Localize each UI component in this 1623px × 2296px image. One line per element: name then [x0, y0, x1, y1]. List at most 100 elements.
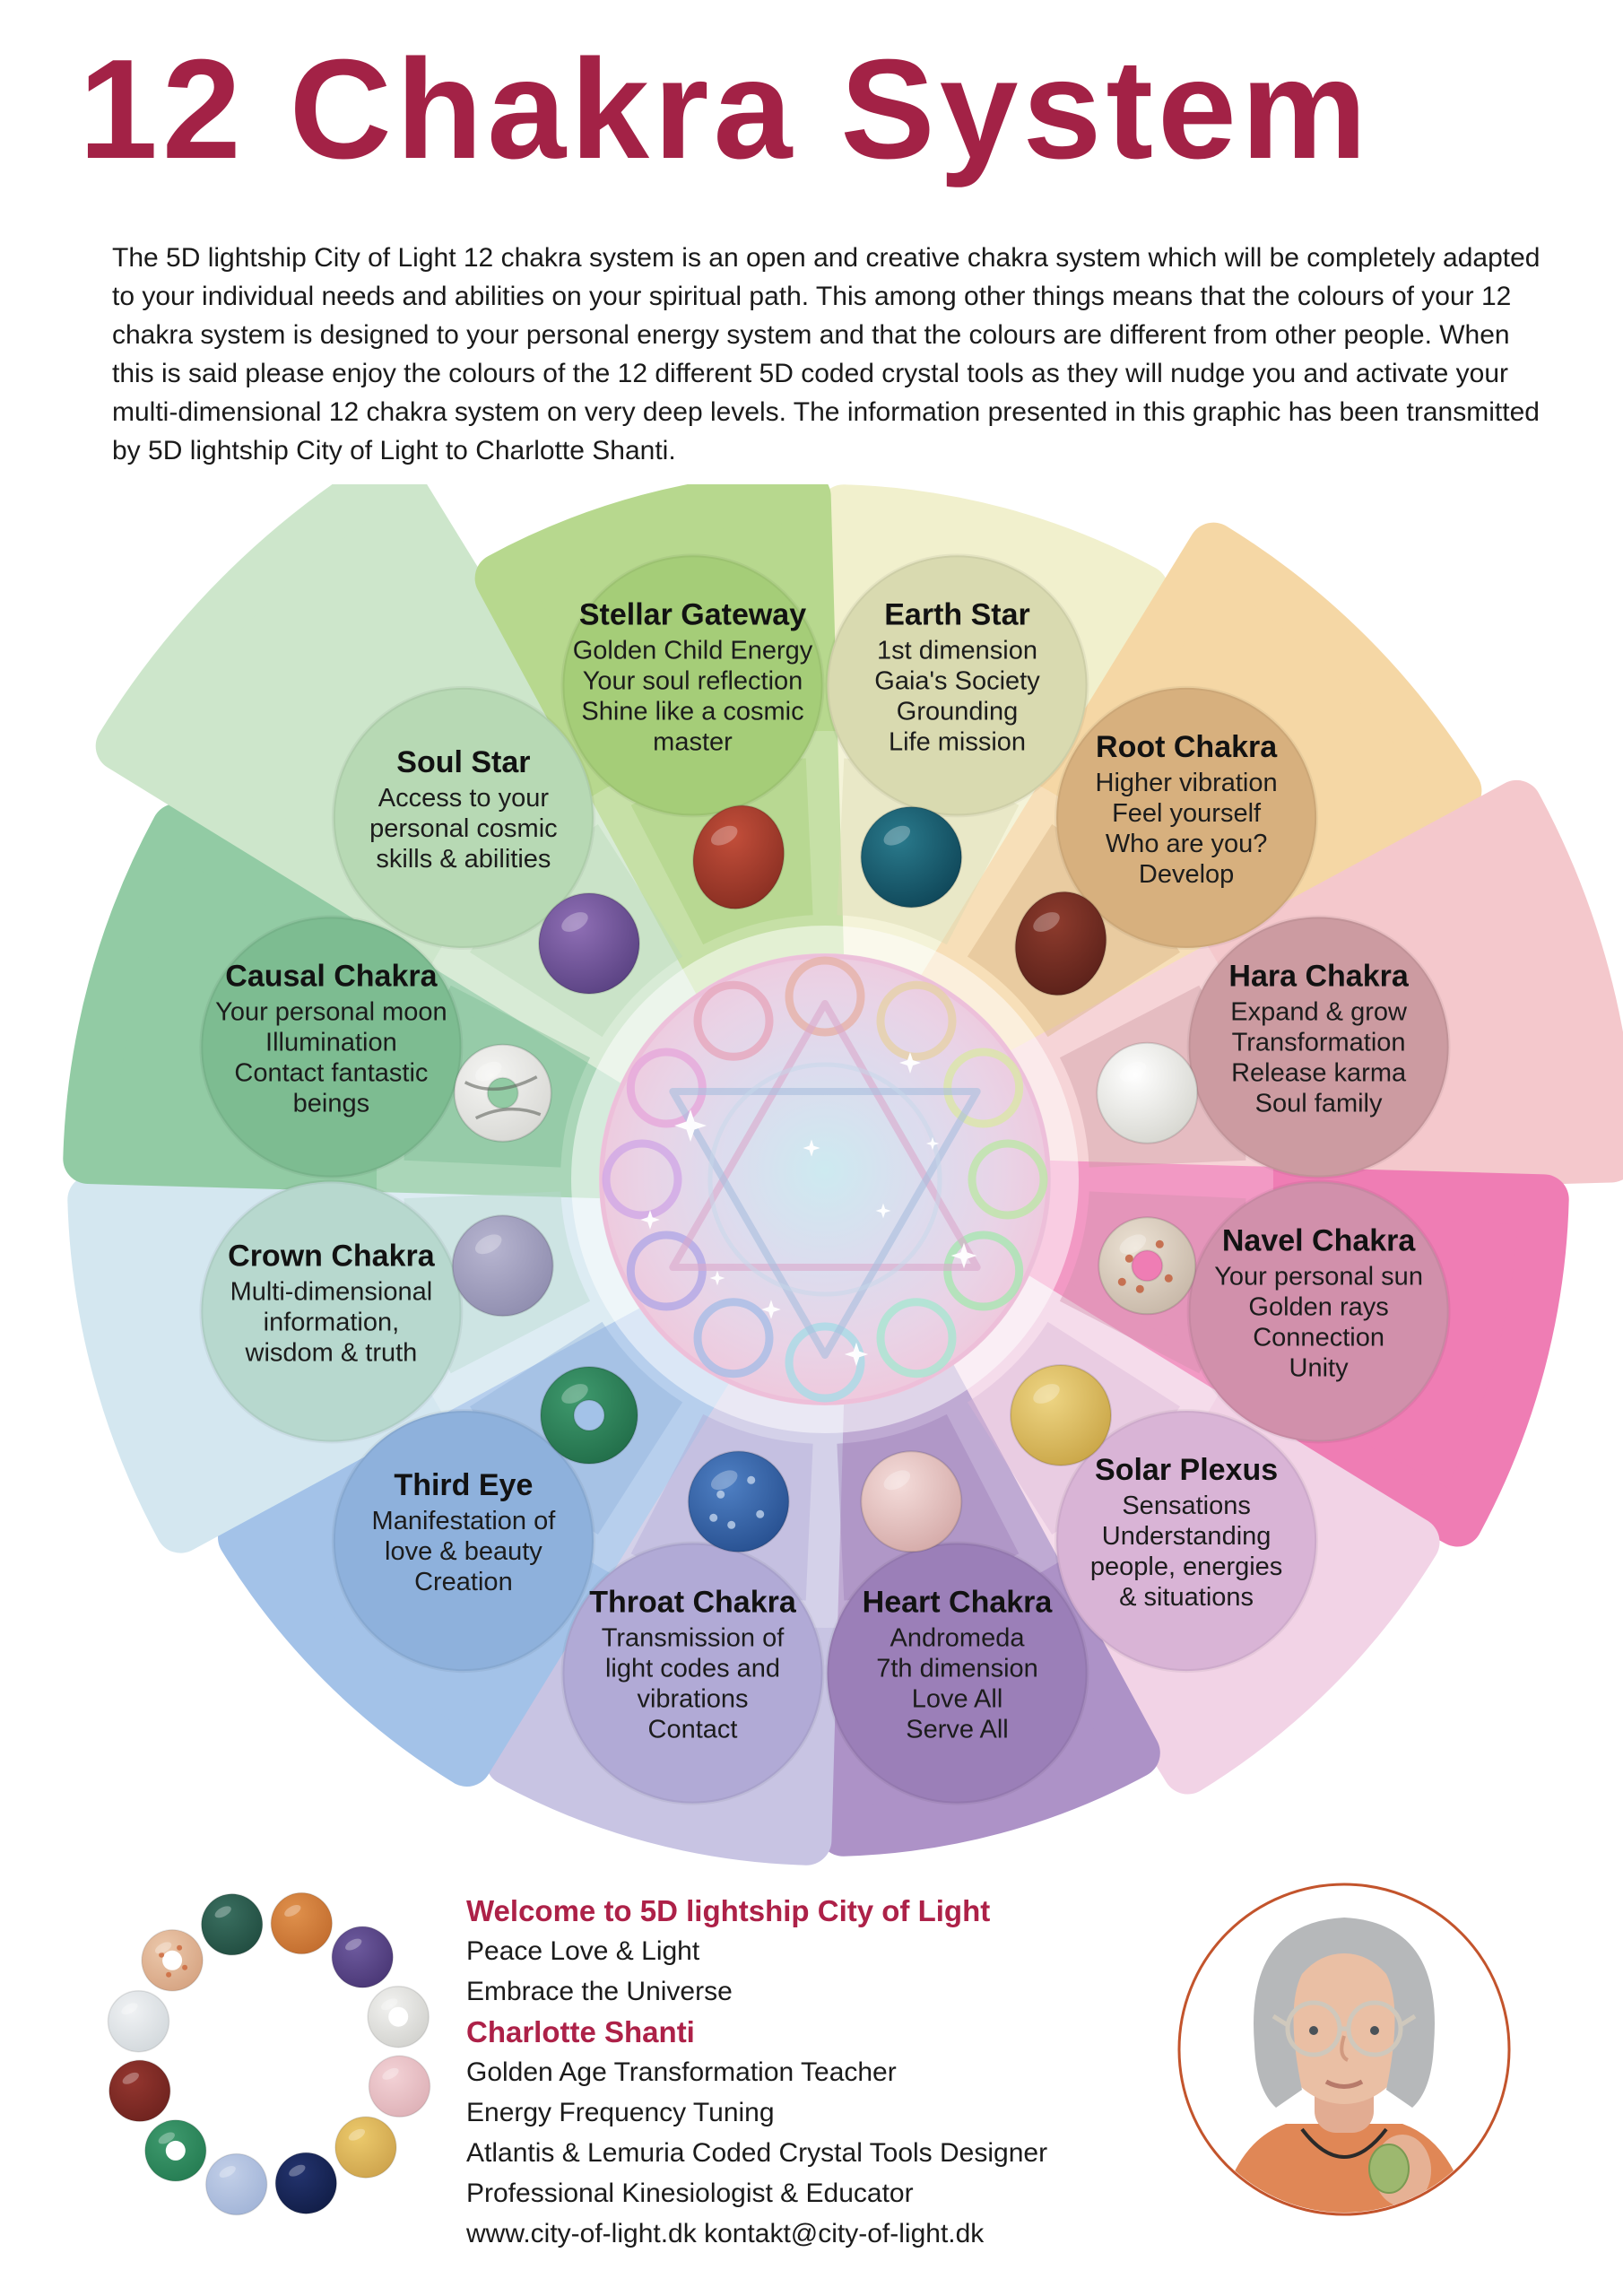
crystal-stone-ring	[107, 1892, 431, 2216]
mandala-halo	[571, 926, 1079, 1433]
heart-chakra-title: Heart Chakra	[863, 1586, 1054, 1620]
sparkle-icon	[899, 1052, 921, 1074]
sparkle-icon	[844, 1342, 869, 1367]
causal-chakra-line: Illumination	[265, 1029, 397, 1057]
hara-chakra-line: Soul family	[1255, 1090, 1383, 1118]
throat-chakra-line: light codes and	[605, 1655, 780, 1683]
sparkle-icon	[640, 1210, 660, 1230]
crown-chakra-line: information,	[264, 1309, 400, 1337]
throat-chakra-line: Contact	[648, 1716, 738, 1744]
footer-text-block: Welcome to 5D lightship City of Light Pe…	[466, 1891, 1047, 2254]
throat-chakra-line: vibrations	[637, 1685, 748, 1714]
third-eye-title: Third Eye	[394, 1468, 533, 1502]
stellar-gateway-line: master	[653, 727, 733, 756]
crown-chakra-bubble	[199, 1179, 464, 1444]
earth-star-bubble	[825, 553, 1089, 818]
heart-chakra-line: Serve All	[906, 1716, 1008, 1744]
causal-chakra-bubble	[199, 915, 464, 1179]
root-chakra-title: Root Chakra	[1096, 730, 1278, 764]
navel-chakra-line: Golden rays	[1248, 1293, 1388, 1322]
third-eye-line: Creation	[414, 1568, 513, 1596]
navel-chakra-title: Navel Chakra	[1222, 1224, 1417, 1258]
footer-role-2: Energy Frequency Tuning	[466, 2098, 775, 2127]
navel-chakra-line: Your personal sun	[1214, 1263, 1423, 1292]
causal-chakra-line: beings	[293, 1090, 369, 1118]
sparkle-icon	[950, 1242, 977, 1269]
causal-chakra-stone-icon	[453, 1043, 552, 1143]
sparkle-icon	[875, 1203, 891, 1219]
navel-chakra-bubble	[1186, 1179, 1451, 1444]
hara-chakra-line: Release karma	[1231, 1059, 1407, 1088]
footer-role-1: Golden Age Transformation Teacher	[466, 2057, 897, 2087]
ring-stone-yellow-calcite	[334, 2116, 397, 2179]
stellar-gateway-title: Stellar Gateway	[579, 597, 806, 631]
soul-star-line: personal cosmic	[369, 814, 558, 843]
third-eye-line: love & beauty	[385, 1537, 542, 1566]
hara-chakra-title: Hara Chakra	[1228, 960, 1409, 994]
portrait-face	[1272, 1934, 1416, 2104]
ring-stone-navy-sodalite	[274, 2152, 338, 2214]
navel-chakra-line: Connection	[1253, 1324, 1384, 1352]
portrait-glasses	[1271, 2000, 1417, 2057]
solar-plexus-line: people, energies	[1090, 1552, 1282, 1581]
throat-chakra-bubble	[560, 1541, 825, 1805]
footer-role-4: Professional Kinesiologist & Educator	[466, 2179, 914, 2208]
portrait-photo	[1177, 1883, 1511, 2216]
solar-plexus-title: Solar Plexus	[1095, 1453, 1278, 1487]
hara-chakra-stone-icon	[1096, 1041, 1199, 1144]
solar-plexus-bubble	[1055, 1409, 1319, 1674]
earth-star-stone-icon	[860, 805, 963, 909]
crown-chakra-line: wisdom & truth	[245, 1339, 418, 1368]
solar-plexus-line: Sensations	[1122, 1492, 1251, 1520]
ring-stone-howlite-donut	[367, 1985, 430, 2048]
portrait-hair	[1254, 1918, 1435, 2108]
center-mandala	[599, 953, 1051, 1405]
heart-chakra-line: 7th dimension	[876, 1655, 1038, 1683]
root-chakra-line: Who are you?	[1106, 830, 1268, 858]
earth-star-title: Earth Star	[884, 597, 1030, 631]
stellar-gateway-line: Shine like a cosmic	[581, 697, 803, 726]
solar-plexus-label: Solar PlexusSensationsUnderstandingpeopl…	[1090, 1453, 1282, 1612]
poster-title: 12 Chakra System	[79, 30, 1372, 188]
solar-plexus-line: Understanding	[1102, 1522, 1271, 1551]
footer-role-3: Atlantis & Lemuria Coded Crystal Tools D…	[466, 2138, 1048, 2168]
navel-chakra-line: Unity	[1289, 1354, 1350, 1383]
earth-star-line: Gaia's Society	[874, 666, 1040, 695]
third-eye-stone-icon	[540, 1366, 638, 1465]
heart-chakra-stone-icon	[860, 1450, 963, 1553]
crown-chakra-stone-icon	[451, 1214, 554, 1318]
ring-stone-jade-green	[200, 1893, 264, 1956]
sparkle-icon	[709, 1270, 725, 1286]
person-name: Charlotte Shanti	[466, 2015, 695, 2048]
hara-chakra-line: Transformation	[1232, 1029, 1406, 1057]
solar-plexus-line: & situations	[1119, 1583, 1254, 1612]
heart-chakra-bubble	[825, 1541, 1089, 1805]
ring-stone-amethyst-purple	[331, 1926, 394, 1988]
intro-paragraph: The 5D lightship City of Light 12 chakra…	[112, 243, 1541, 465]
footer-line-peace: Peace Love & Light	[466, 1936, 700, 1966]
soul-star-line: Access to your	[378, 784, 550, 813]
crown-chakra-label: Crown ChakraMulti-dimensionalinformation…	[228, 1239, 436, 1368]
hara-chakra-bubble	[1186, 915, 1451, 1179]
soul-star-stone-icon	[538, 892, 640, 995]
stellar-gateway-line: Golden Child Energy	[573, 636, 813, 665]
sparkle-icon	[761, 1300, 781, 1319]
portrait-necklace	[1300, 2127, 1388, 2159]
ring-stone-sunstone-donut	[141, 1929, 204, 1992]
ring-stone-red-jasper	[108, 2059, 171, 2123]
heart-chakra-line: Andromeda	[890, 1624, 1026, 1653]
ring-stone-rose-quartz	[368, 2055, 431, 2118]
earth-star-line: 1st dimension	[877, 636, 1037, 665]
earth-star-line: Life mission	[889, 727, 1026, 756]
footer-contact: www.city-of-light.dk kontakt@city-of-lig…	[466, 2219, 985, 2248]
